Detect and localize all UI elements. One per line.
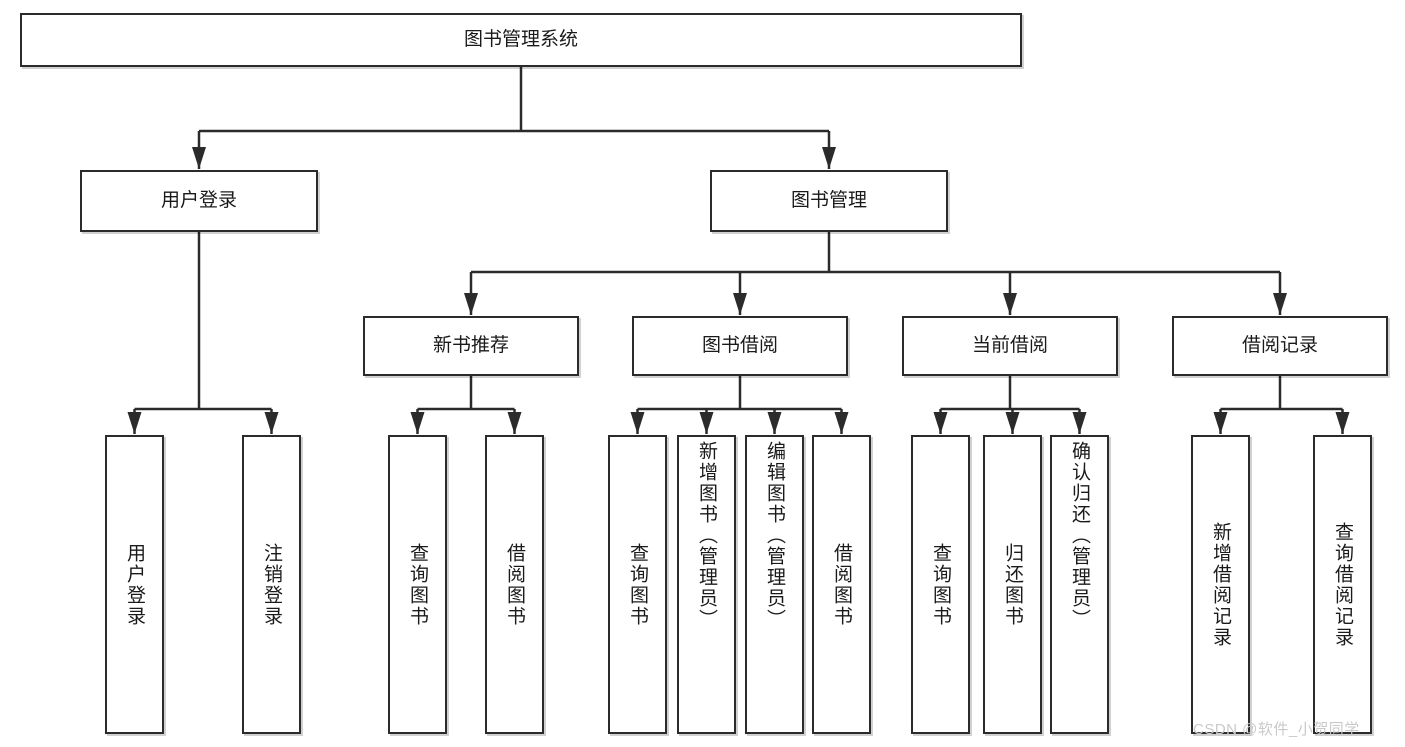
node-label: 用户登录 [124, 542, 145, 627]
node-root[interactable]: 图书管理系统 [20, 13, 1022, 67]
connector-arrowhead [264, 412, 279, 434]
node-label: 当前借阅 [971, 335, 1048, 357]
node-l3b[interactable]: 图书借阅 [632, 316, 848, 376]
connector-arrowhead [822, 147, 836, 169]
node-n9[interactable]: 查询图书 [911, 435, 970, 734]
node-label: 注销登录 [261, 542, 282, 627]
node-n2[interactable]: 注销登录 [242, 435, 301, 734]
connector-arrowhead [699, 412, 714, 434]
node-label: 新书推荐 [432, 335, 509, 357]
connector-arrowhead [1213, 412, 1228, 434]
connector-arrowhead [464, 293, 478, 315]
node-label: 借阅图书 [504, 542, 525, 627]
node-l2a[interactable]: 用户登录 [80, 170, 318, 232]
node-n1[interactable]: 用户登录 [105, 435, 164, 734]
connector-arrowhead [733, 293, 747, 315]
connector-arrowhead [507, 412, 522, 434]
node-n8[interactable]: 借阅图书 [812, 435, 871, 734]
connector-arrowhead [630, 412, 645, 434]
node-label: 图书管理系统 [463, 29, 578, 51]
node-n12[interactable]: 新增借阅记录 [1191, 435, 1250, 734]
connector-arrowhead [1072, 412, 1087, 434]
node-l3a[interactable]: 新书推荐 [363, 316, 579, 376]
connector-arrowhead [192, 147, 206, 169]
node-l3c[interactable]: 当前借阅 [902, 316, 1118, 376]
connector-arrowhead [1003, 293, 1017, 315]
node-n4[interactable]: 借阅图书 [485, 435, 544, 734]
node-n3[interactable]: 查询图书 [388, 435, 447, 734]
node-label: 查询图书 [627, 542, 648, 627]
node-l2b[interactable]: 图书管理 [710, 170, 948, 232]
connector-arrowhead [767, 412, 782, 434]
node-label: 图书借阅 [701, 335, 778, 357]
node-n7[interactable]: 编辑图书（管理员） [745, 435, 804, 734]
node-label: 确认归还（管理员） [1069, 441, 1090, 630]
node-label: 查询图书 [407, 542, 428, 627]
node-n13[interactable]: 查询借阅记录 [1313, 435, 1372, 734]
node-n6[interactable]: 新增图书（管理员） [677, 435, 736, 734]
node-label: 归还图书 [1002, 542, 1023, 627]
node-label: 用户登录 [160, 190, 237, 212]
node-n11[interactable]: 确认归还（管理员） [1050, 435, 1109, 734]
node-label: 新增借阅记录 [1210, 521, 1231, 648]
node-label: 借阅记录 [1241, 335, 1318, 357]
node-label: 编辑图书（管理员） [764, 441, 785, 630]
node-n5[interactable]: 查询图书 [608, 435, 667, 734]
node-label: 新增图书（管理员） [696, 441, 717, 630]
connector-arrowhead [834, 412, 849, 434]
connector-arrowhead [410, 412, 425, 434]
connector-arrowhead [127, 412, 142, 434]
connector-arrowhead [1335, 412, 1350, 434]
connector-arrowhead [1273, 293, 1287, 315]
node-label: 查询图书 [930, 542, 951, 627]
node-label: 借阅图书 [831, 542, 852, 627]
node-l3d[interactable]: 借阅记录 [1172, 316, 1388, 376]
connector-arrowhead [1005, 412, 1020, 434]
node-n10[interactable]: 归还图书 [983, 435, 1042, 734]
connector-arrowhead [933, 412, 948, 434]
node-label: 查询借阅记录 [1332, 521, 1353, 648]
node-label: 图书管理 [790, 190, 867, 212]
